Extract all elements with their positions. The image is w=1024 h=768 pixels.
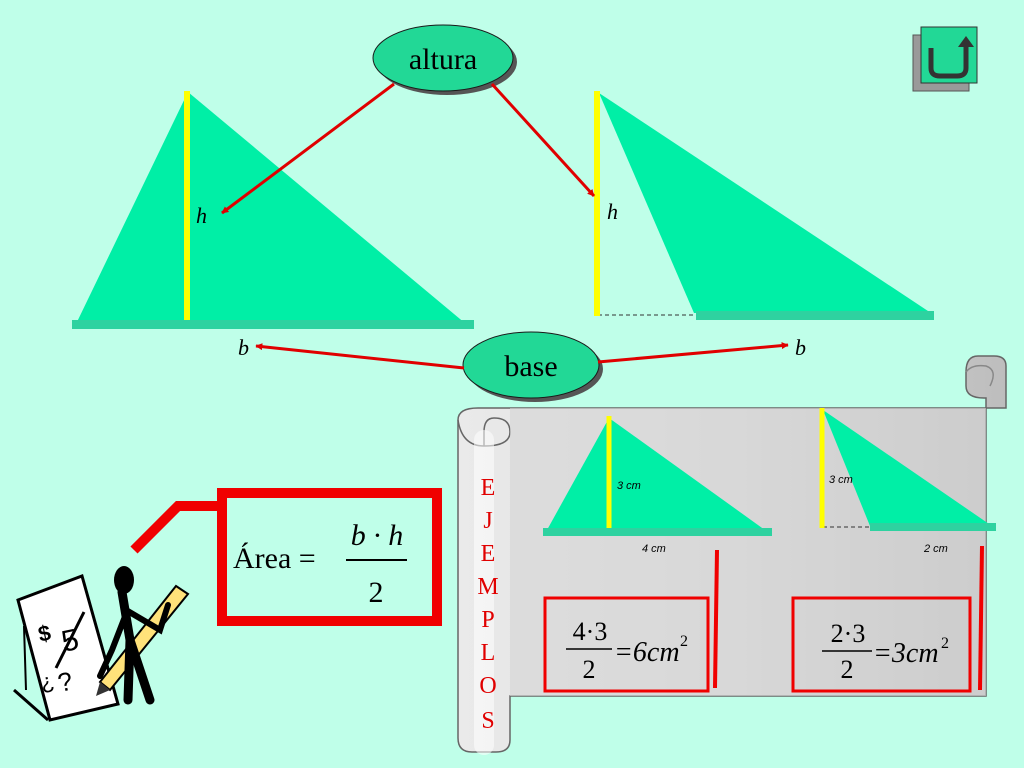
example1-calculation: 4·3 2 =6cm 2 xyxy=(543,549,719,693)
ejemplos-letter: O xyxy=(479,673,496,699)
example2-base-bar xyxy=(870,523,996,531)
ejemplos-letter: E xyxy=(481,541,496,567)
ejemplos-letter: S xyxy=(481,708,494,734)
left-h-label: h xyxy=(196,203,207,228)
example2-calculation: 2·3 2 =3cm 2 xyxy=(791,545,984,693)
example2-denominator: 2 xyxy=(841,655,854,684)
example2-result: =3cm xyxy=(873,638,939,669)
ejemplos-letter: J xyxy=(483,508,492,534)
example1-frame xyxy=(543,596,710,693)
ejemplos-letter: E xyxy=(481,475,496,501)
right-h-label: h xyxy=(607,199,618,224)
clipart-inv-question: ¿ xyxy=(38,668,56,695)
left-triangle xyxy=(76,92,466,324)
example1-base-bar xyxy=(543,528,772,536)
ejemplos-title: E J E M P L O S xyxy=(477,475,498,734)
example2-numerator: 2·3 xyxy=(831,619,866,648)
example1-exponent: 2 xyxy=(680,633,688,650)
arrow-altura-to-left-h xyxy=(221,82,395,215)
example2-exponent: 2 xyxy=(941,635,949,652)
example1-result: =6cm xyxy=(614,637,680,668)
arrow-base-to-right-b xyxy=(597,342,789,364)
return-arrow-icon xyxy=(928,36,974,79)
example1-triangle xyxy=(547,418,765,530)
formula-connector xyxy=(130,501,222,554)
base-oval: base xyxy=(462,331,603,402)
clipart-question: ? xyxy=(55,666,75,698)
left-base-bar xyxy=(72,320,474,329)
back-button[interactable] xyxy=(912,26,978,92)
ejemplos-letter: M xyxy=(477,574,498,600)
formula-numerator: b · h xyxy=(351,519,404,552)
clipart-dollar: $ xyxy=(36,620,53,647)
arrow-altura-to-right-h xyxy=(490,82,596,198)
example2-height-label: 3 cm xyxy=(829,474,853,486)
example1-height-label: 3 cm xyxy=(617,480,641,492)
altura-oval: altura xyxy=(372,24,517,95)
right-triangle xyxy=(599,93,931,313)
example2-triangle xyxy=(823,410,992,526)
area-formula: Área = b · h 2 xyxy=(130,488,442,626)
example1-triangle-figure: 3 cm 4 cm xyxy=(543,416,772,555)
altura-label: altura xyxy=(409,43,477,76)
ejemplos-letter: P xyxy=(481,607,494,633)
example1-denominator: 2 xyxy=(583,655,596,684)
example2-connector xyxy=(978,545,984,691)
right-base-bar xyxy=(696,311,934,320)
base-label: base xyxy=(504,350,557,383)
example2-triangle-figure: 3 cm 2 cm xyxy=(819,408,996,555)
arrow-base-to-left-b xyxy=(255,343,465,370)
example2-base-label: 2 cm xyxy=(923,543,948,555)
right-b-label: b xyxy=(795,335,806,360)
left-triangle-figure xyxy=(72,91,474,329)
example1-base-label: 4 cm xyxy=(642,543,666,555)
ejemplos-letter: L xyxy=(481,640,496,666)
example1-connector xyxy=(713,549,719,689)
formula-denominator: 2 xyxy=(369,576,384,609)
person-writing-clipart: $ 5 ¿ ? xyxy=(13,566,190,722)
right-triangle-figure xyxy=(594,91,934,320)
left-b-label: b xyxy=(238,335,249,360)
formula-frame xyxy=(217,488,442,626)
area-equals-label: Área = xyxy=(233,542,316,575)
example1-numerator: 4·3 xyxy=(573,617,608,646)
example2-frame xyxy=(791,596,972,693)
